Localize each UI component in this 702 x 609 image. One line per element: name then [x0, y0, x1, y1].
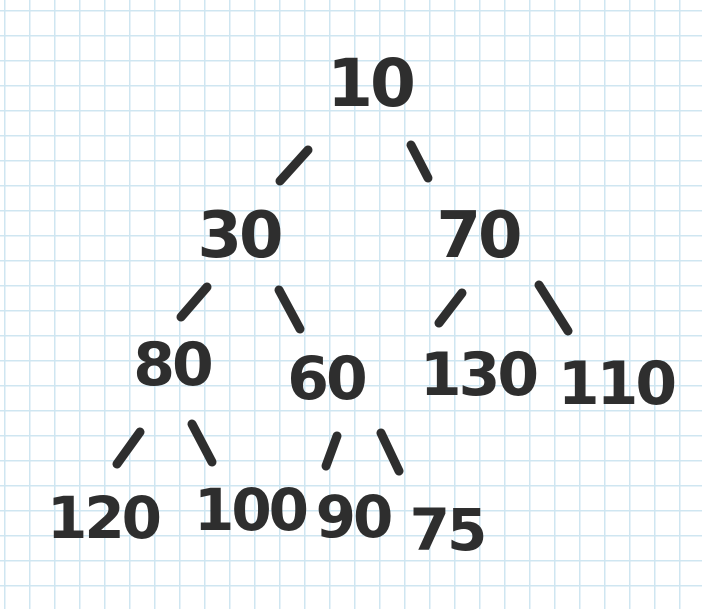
- tree-node-100: 100: [193, 476, 309, 544]
- edge-60-90: [321, 431, 342, 471]
- edge-30-60: [274, 285, 305, 334]
- tree-node-10: 10: [327, 45, 416, 122]
- edge-80-100: [187, 419, 217, 467]
- tree-node-30: 30: [197, 199, 283, 273]
- tree-node-80: 80: [133, 330, 213, 400]
- edge-30-80: [176, 282, 212, 322]
- tree-node-75: 75: [409, 496, 488, 564]
- tree-node-60: 60: [287, 344, 367, 414]
- edge-10-70: [406, 140, 433, 183]
- tree-node-70: 70: [436, 199, 522, 273]
- edge-80-120: [112, 427, 145, 469]
- edge-60-75: [376, 428, 404, 476]
- edge-70-110: [534, 280, 573, 336]
- edge-10-30: [275, 145, 313, 186]
- edge-70-130: [434, 288, 467, 328]
- tree-node-120: 120: [46, 484, 162, 552]
- tree-node-110: 110: [557, 349, 677, 419]
- tree-node-130: 130: [419, 340, 539, 410]
- tree-node-90: 90: [315, 483, 394, 551]
